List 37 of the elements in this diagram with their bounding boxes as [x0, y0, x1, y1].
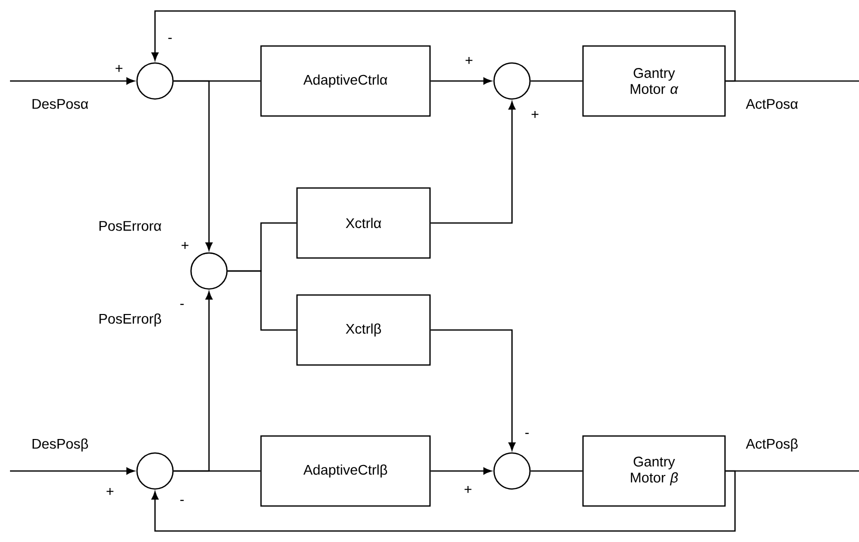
- sign-label: +: [106, 488, 114, 495]
- summing-junction: [493, 452, 531, 490]
- arrow: [430, 329, 516, 450]
- sign-label: -: [180, 500, 184, 501]
- block-box: Gantry Motor α: [582, 45, 726, 117]
- arrow: [152, 10, 736, 82]
- summing-junction: [493, 62, 531, 100]
- arrow: [430, 468, 492, 474]
- sign-label: -: [180, 304, 184, 305]
- arrow: [174, 292, 212, 472]
- edge-label: DesPosα: [30, 98, 90, 110]
- edge-label: PosErrorα: [97, 220, 163, 232]
- sign-label: +: [532, 110, 538, 118]
- sign-label: -: [168, 38, 172, 39]
- arrow: [10, 468, 134, 474]
- sign-label: -: [525, 432, 529, 434]
- arrow: [10, 78, 134, 84]
- block-box: AdaptiveCtrlβ: [260, 435, 431, 507]
- sign-label: +: [182, 242, 188, 249]
- edge-label: ActPosα: [744, 98, 800, 110]
- edge-label: ActPosβ: [744, 437, 800, 453]
- summing-junction: [190, 252, 228, 290]
- sign-label: +: [466, 56, 472, 64]
- arrow: [430, 78, 492, 84]
- arrow: [152, 470, 736, 532]
- edge-label: DesPosβ: [30, 437, 90, 453]
- block-box: Xctrlβ: [296, 294, 431, 366]
- sign-label: +: [116, 64, 122, 72]
- block-box: Gantry Motor β: [582, 435, 726, 507]
- sign-label: +: [464, 486, 472, 493]
- block-box: AdaptiveCtrlα: [260, 45, 431, 117]
- arrow: [174, 80, 212, 250]
- summing-junction: [136, 62, 174, 100]
- summing-junction: [136, 452, 174, 490]
- arrow: [430, 102, 516, 224]
- block-box: Xctrlα: [296, 187, 431, 259]
- edge-label: PosErrorβ: [97, 312, 163, 328]
